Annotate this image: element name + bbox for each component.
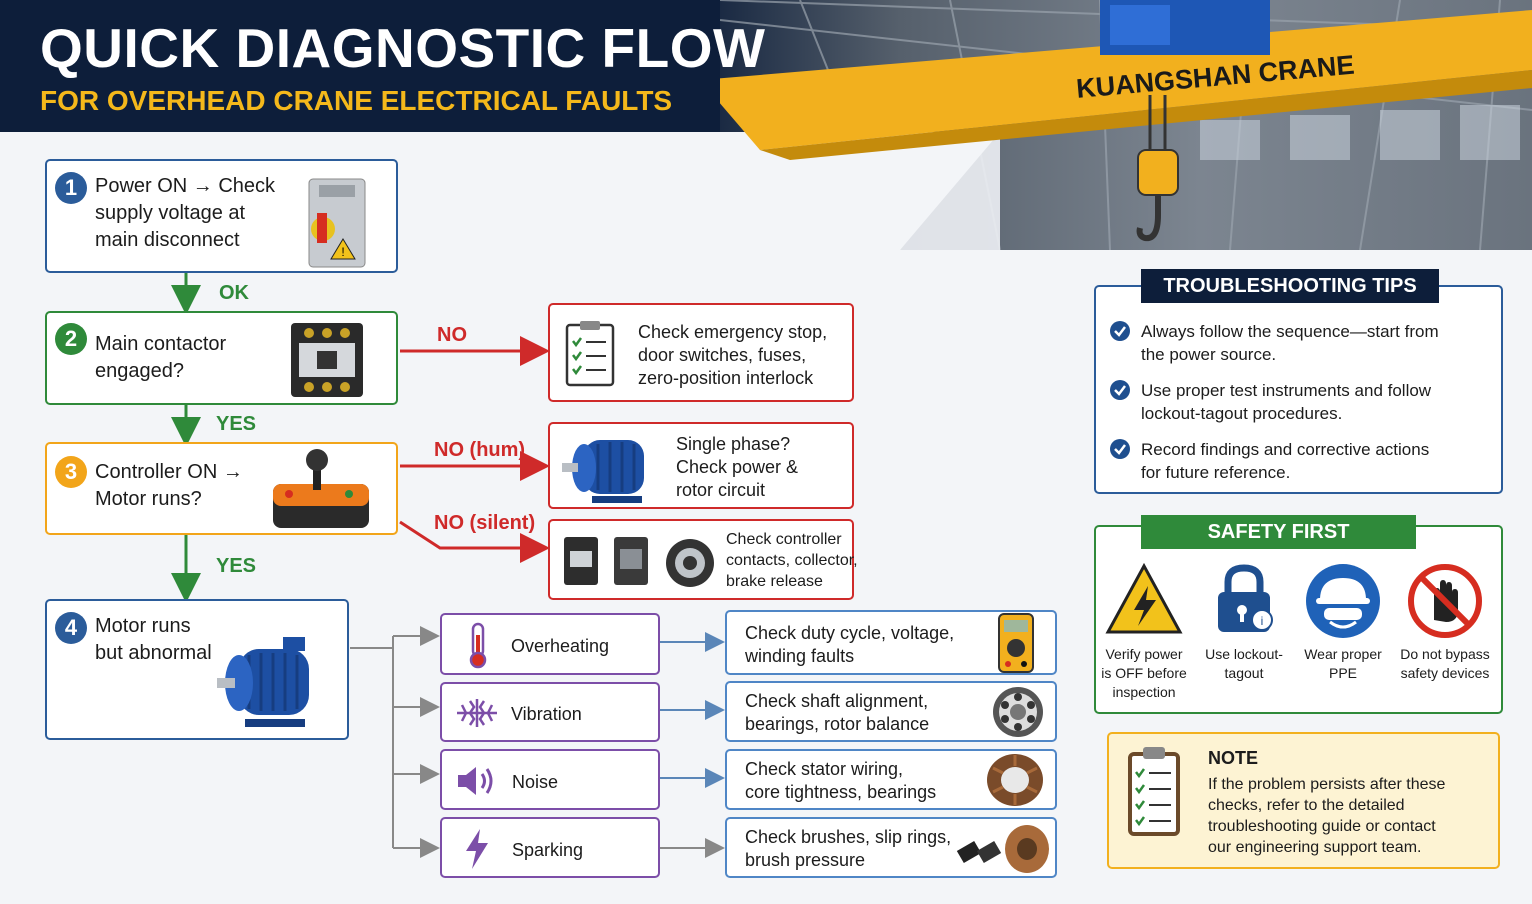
connector-label-yes: YES xyxy=(216,413,257,435)
connector-label-no-silent: NO (silent) xyxy=(434,512,536,534)
disconnect-switch-icon: ! xyxy=(308,178,366,268)
no-contactor-check-box: Check emergency stop,door switches, fuse… xyxy=(548,303,854,402)
step-3-box: 3 Controller ON →Motor runs? xyxy=(45,442,398,535)
check-noise: Check stator wiring,core tightness, bear… xyxy=(725,749,1057,810)
brush-slipring-icon xyxy=(956,825,1049,873)
safety-caption: Use lockout-tagout xyxy=(1205,646,1283,681)
electric-motor-icon xyxy=(217,637,309,727)
multimeter-icon xyxy=(998,613,1034,673)
check-text: Check stator wiring,core tightness, bear… xyxy=(745,759,937,802)
symptom-sparking: Sparking xyxy=(440,817,660,878)
page-subtitle: FOR OVERHEAD CRANE ELECTRICAL FAULTS xyxy=(40,85,673,116)
bearing-icon xyxy=(993,687,1043,737)
padlock-icon: i xyxy=(1218,564,1273,632)
check-circle-icon xyxy=(1110,321,1130,341)
joystick-controller-icon xyxy=(273,449,369,528)
symptom-label: Noise xyxy=(512,772,559,792)
page-title: QUICK DIAGNOSTIC FLOW xyxy=(40,17,766,79)
symptom-label: Sparking xyxy=(512,840,584,860)
check-sparking: Check brushes, slip rings,brush pressure xyxy=(725,817,1057,878)
step-3-text: Controller ON →Motor runs? xyxy=(95,461,243,510)
step-number: 3 xyxy=(55,456,87,488)
svg-text:!: ! xyxy=(341,245,344,259)
no-contactor-check-text: Check emergency stop,door switches, fuse… xyxy=(638,322,828,388)
step-number: 4 xyxy=(55,612,87,644)
thermometer-icon xyxy=(469,622,487,669)
svg-text:i: i xyxy=(1261,614,1264,628)
connector-label-yes: YES xyxy=(216,555,257,577)
speaker-icon xyxy=(458,767,493,795)
no-hum-check-box: Single phase?Check power &rotor circuit xyxy=(548,422,854,509)
step-number: 2 xyxy=(55,323,87,355)
check-vibration: Check shaft alignment,bearings, rotor ba… xyxy=(725,681,1057,742)
title-band xyxy=(0,0,720,132)
checklist-icon xyxy=(565,321,615,387)
high-voltage-warning-icon xyxy=(1105,562,1183,634)
symptom-label: Vibration xyxy=(511,704,582,724)
lightning-icon xyxy=(466,829,488,869)
connector-label-no: NO xyxy=(437,324,467,346)
check-text: Check duty cycle, voltage,winding faults xyxy=(745,623,955,666)
step-number: 1 xyxy=(55,172,87,204)
no-hand-icon xyxy=(1408,564,1482,638)
symptom-noise: Noise xyxy=(440,749,660,810)
symptom-vibration: Vibration xyxy=(440,682,660,742)
contactor-icon xyxy=(291,323,363,397)
note-panel: NOTE If the problem persists after these… xyxy=(1107,732,1500,869)
safety-title: SAFETY FIRST xyxy=(1141,515,1416,549)
tips-title: TROUBLESHOOTING TIPS xyxy=(1141,269,1439,303)
electric-motor-icon xyxy=(562,440,644,503)
symptom-label: Overheating xyxy=(511,636,610,656)
no-hum-check-text: Single phase?Check power &rotor circuit xyxy=(676,434,799,500)
symptom-overheating: Overheating xyxy=(440,613,660,675)
connector-label-ok: OK xyxy=(219,282,249,304)
note-title: NOTE xyxy=(1208,748,1259,768)
check-text: Check brushes, slip rings,brush pressure xyxy=(745,827,952,870)
stator-icon xyxy=(987,754,1043,806)
check-circle-icon xyxy=(1110,380,1130,400)
check-text: Check shaft alignment,bearings, rotor ba… xyxy=(745,691,930,734)
check-overheating: Check duty cycle, voltage,winding faults xyxy=(725,610,1057,675)
contacts-brake-icon xyxy=(564,537,714,587)
clipboard-icon xyxy=(1128,747,1180,836)
vibration-icon xyxy=(457,699,497,727)
check-circle-icon xyxy=(1110,439,1130,459)
hard-hat-goggles-icon xyxy=(1306,564,1380,638)
connector-label-no-hum: NO (hum) xyxy=(434,439,526,461)
